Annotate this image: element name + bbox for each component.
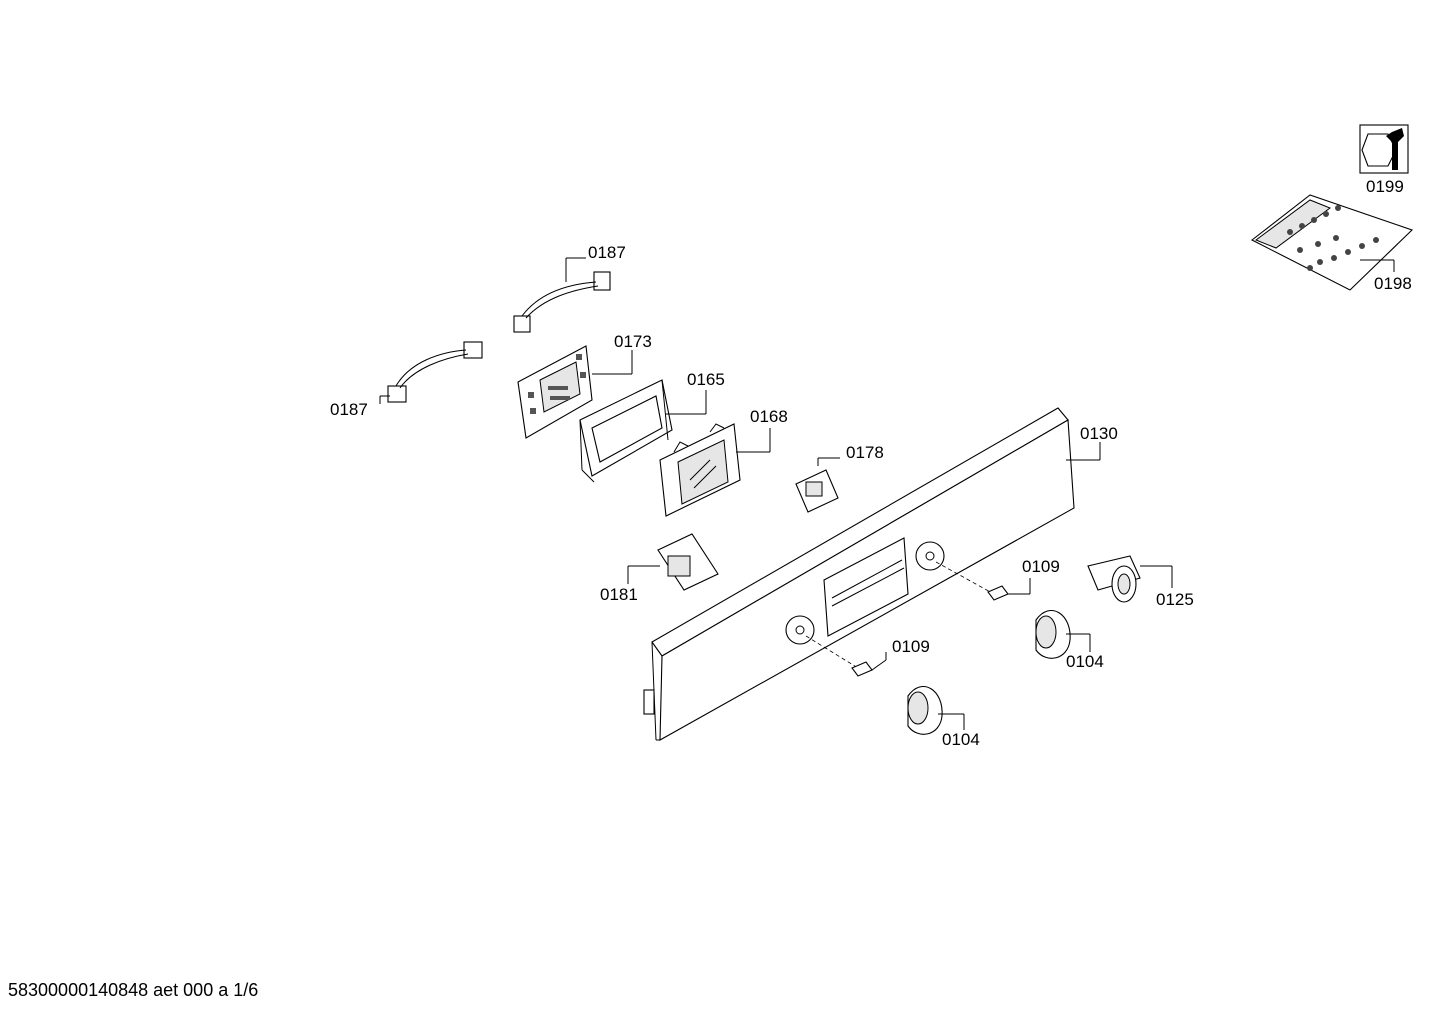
label-0165: 0165 [687, 370, 725, 389]
cable-harness-upper-part [513, 257, 611, 333]
screw-bag-part [1250, 194, 1414, 291]
door-hinge-part [1087, 555, 1173, 603]
label-0109-upper: 0109 [1022, 557, 1060, 576]
mounting-frame-part [579, 379, 707, 483]
label-0187-lower: 0187 [330, 400, 368, 419]
label-0104-right: 0104 [1066, 652, 1104, 671]
label-0125: 0125 [1156, 590, 1194, 609]
control-panel-fascia-part [643, 407, 1101, 741]
cable-harness-lower-part [379, 341, 483, 404]
assembly-line-left [805, 635, 859, 669]
drawing-reference-footer: 58300000140848 aet 000 a 1/6 [8, 980, 259, 1000]
tool-wrench-icon [1359, 124, 1409, 174]
label-0181: 0181 [600, 585, 638, 604]
label-0109-lower: 0109 [892, 637, 930, 656]
switch-bracket-part [795, 457, 840, 513]
control-knob-left-part [907, 685, 965, 735]
label-0198: 0198 [1374, 274, 1412, 293]
rotary-switch-part [627, 533, 719, 591]
control-circuit-board-part [517, 345, 633, 439]
label-0130: 0130 [1080, 424, 1118, 443]
label-0199: 0199 [1366, 177, 1404, 196]
label-0178: 0178 [846, 443, 884, 462]
label-0104-left: 0104 [942, 730, 980, 749]
label-0187-upper: 0187 [588, 243, 626, 262]
label-0173: 0173 [614, 332, 652, 351]
clip-lower-part [851, 652, 887, 677]
label-0168: 0168 [750, 407, 788, 426]
control-knob-right-part [1035, 609, 1091, 659]
display-cover-part [659, 423, 771, 517]
clip-upper-part [987, 578, 1031, 601]
